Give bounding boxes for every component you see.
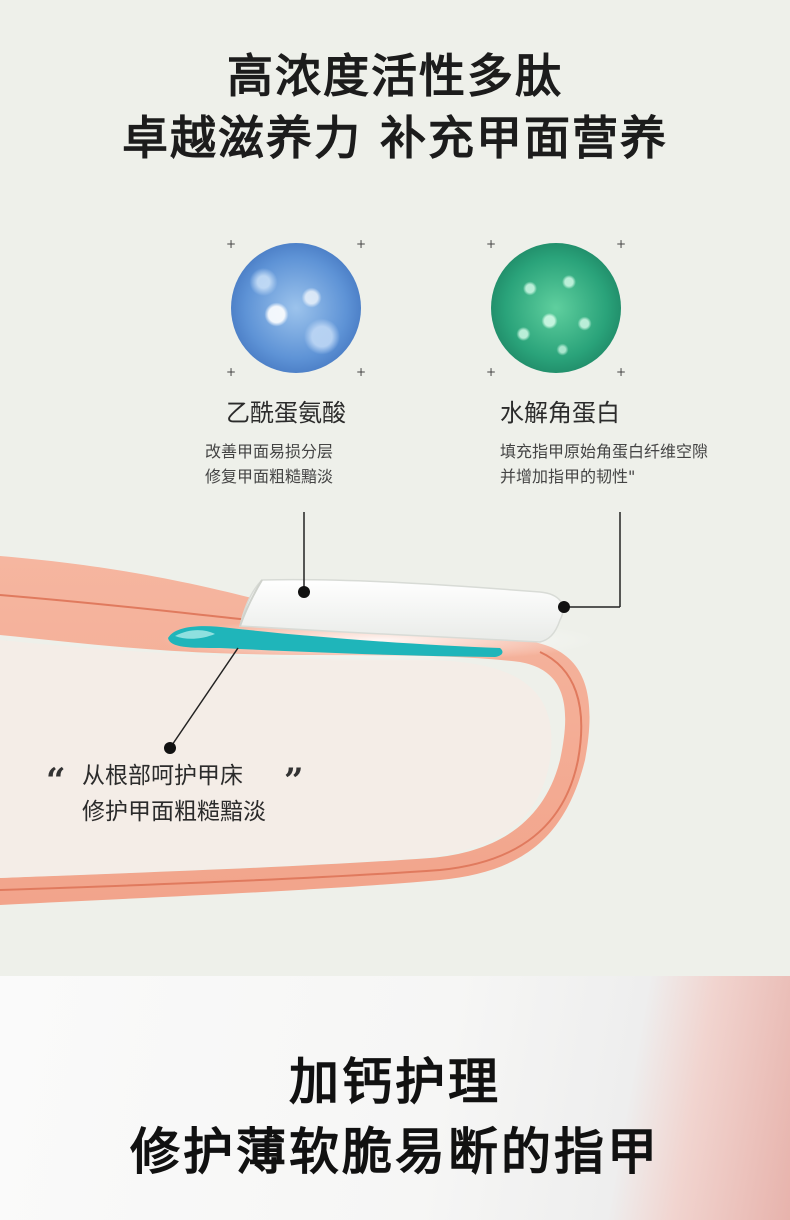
callout-line-2: 修护甲面粗糙黯淡 bbox=[82, 799, 266, 825]
marker-dot-ingredient-1 bbox=[298, 586, 310, 598]
callout-line-1: 从根部呵护甲床 bbox=[82, 763, 243, 789]
ingredient-2-name: 水解角蛋白 bbox=[500, 399, 620, 427]
bottom-banner: 加钙护理 修护薄软脆易断的指甲 bbox=[0, 976, 790, 1220]
marker-dot-ingredient-2 bbox=[558, 601, 570, 613]
nail-plate bbox=[239, 578, 564, 643]
open-quote-mark: “ bbox=[46, 761, 66, 801]
bottom-title-line-1: 加钙护理 bbox=[289, 1053, 501, 1111]
headline-line-2: 卓越滋养力 补充甲面营养 bbox=[121, 111, 668, 165]
ingredient-image-frame-2: + + + + bbox=[486, 237, 626, 379]
headline-line-1: 高浓度活性多肽 bbox=[227, 49, 563, 103]
finger-nail-illustration bbox=[0, 512, 621, 905]
ingredient-2-desc-line-2: 并增加指甲的韧性" bbox=[500, 467, 636, 486]
ingredient-1-desc-line-1: 改善甲面易损分层 bbox=[205, 442, 334, 461]
ingredient-image-frame-1: + + + + bbox=[226, 237, 366, 379]
nail-bed-highlight bbox=[168, 626, 503, 657]
bottom-title-line-2: 修护薄软脆易断的指甲 bbox=[130, 1123, 660, 1181]
close-quote-mark: ” bbox=[284, 761, 304, 801]
marker-dot-nail-bed bbox=[164, 742, 176, 754]
ingredient-1-name: 乙酰蛋氨酸 bbox=[226, 399, 346, 427]
ingredient-1-desc-line-2: 修复甲面粗糙黯淡 bbox=[205, 467, 334, 486]
ingredient-2-desc-line-1: 填充指甲原始角蛋白纤维空隙 bbox=[500, 442, 709, 461]
blue-water-bubbles-image bbox=[231, 243, 361, 373]
green-droplets-image bbox=[491, 243, 621, 373]
